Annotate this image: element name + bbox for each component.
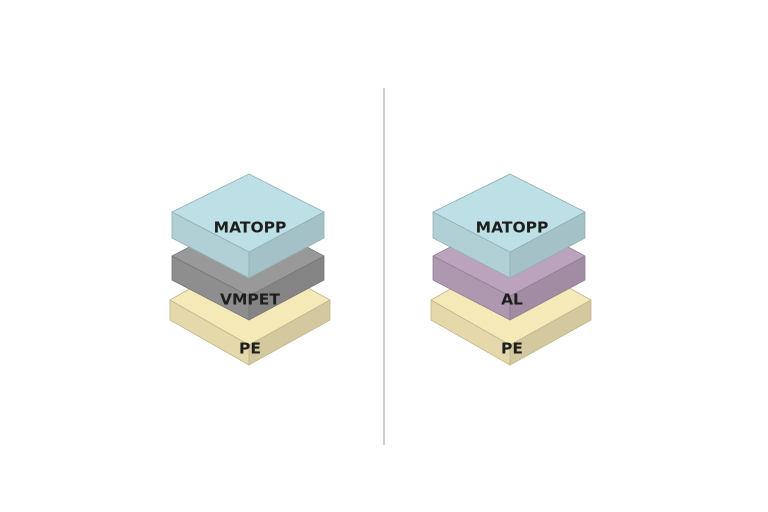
layer-right-top xyxy=(432,173,586,279)
stack-right: MATOPP AL PE xyxy=(430,173,592,366)
layer-right-top-top-face xyxy=(432,173,586,253)
label-right-top: MATOPP xyxy=(476,219,549,237)
label-left-middle: VMPET xyxy=(220,291,280,309)
layer-left-top xyxy=(171,173,325,279)
label-left-bottom: PE xyxy=(239,340,261,358)
label-left-top: MATOPP xyxy=(214,219,287,237)
stack-left: MATOPP VMPET PE xyxy=(169,173,331,366)
layer-left-top-top-face xyxy=(171,173,325,253)
label-right-middle: AL xyxy=(501,291,523,309)
label-right-bottom: PE xyxy=(501,340,523,358)
